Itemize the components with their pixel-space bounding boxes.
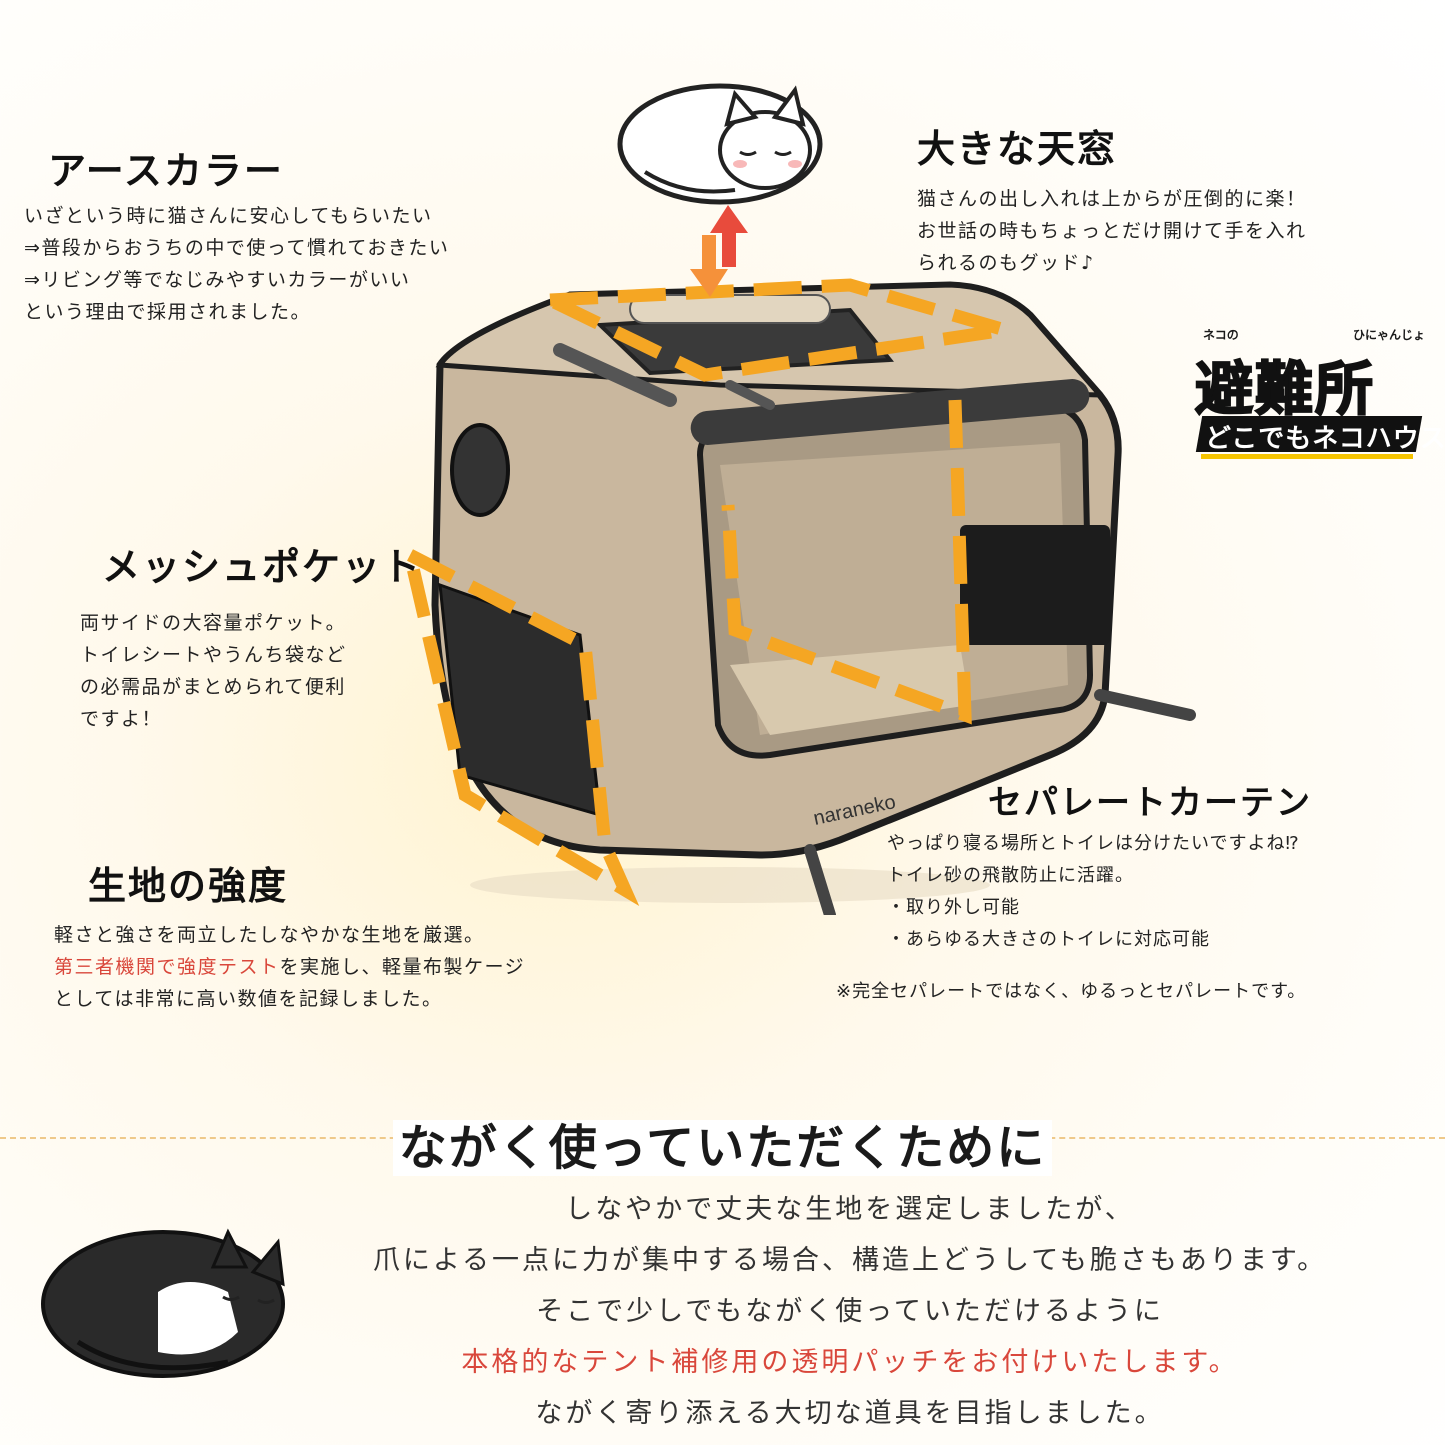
sleeping-black-cat-icon [41, 1228, 285, 1378]
feature-title-mesh-pocket: メッシュポケット [102, 545, 423, 589]
separate-curtain-note: ※完全セパレートではなく、ゆるっとセパレートです。 [836, 981, 1307, 1002]
feature-text-mesh-pocket: 両サイドの大容量ポケット。 トイレシートやうんち袋など の必需品がまとめられて便… [80, 607, 347, 735]
feature-title-fabric-strength: 生地の強度 [88, 864, 289, 908]
text-line: 第三者機関で強度テストを実施し、軽量布製ケージ [54, 951, 525, 983]
text-line: の必需品がまとめられて便利 [80, 676, 346, 698]
logo-sub: どこでもネコハウス [1205, 424, 1445, 454]
text-line: ⇒リビング等でなじみやすいカラーがいい [24, 269, 411, 291]
feature-text-fabric-strength: 軽さと強さを両立したしなやかな生地を厳選。 第三者機関で強度テストを実施し、軽量… [54, 919, 525, 1015]
text-line: としては非常に高い数値を記録しました。 [54, 988, 443, 1010]
text-line: られるのもグッド♪ [917, 252, 1095, 274]
text-line: ですよ！ [80, 708, 163, 730]
text-line: ・取り外し可能 [887, 897, 1020, 918]
paragraph-line: 爪による一点に力が集中する場合、構造上どうしても脆さもあります。 [372, 1245, 1328, 1276]
feature-title-separate-curtain: セパレートカーテン [988, 783, 1312, 823]
logo-underline [1201, 454, 1413, 459]
repair-patch-highlight: 本格的なテント補修用の透明パッチをお付けいたします。 [461, 1347, 1239, 1378]
text-line: という理由で採用されました。 [24, 301, 312, 323]
text-line: 猫さんの出し入れは上からが圧倒的に楽！ [917, 188, 1307, 210]
logo-small-left: ネコの [1203, 328, 1239, 342]
paragraph-line: そこで少しでもながく使っていただけるように [536, 1296, 1164, 1327]
bottom-title: ながく使っていただくために [0, 1108, 1445, 1178]
feature-text-skylight: 猫さんの出し入れは上からが圧倒的に楽！ お世話の時もちょっとだけ開けて手を入れ … [917, 183, 1307, 279]
feature-text-earth-color: いざという時に猫さんに安心してもらいたい ⇒普段からおうちの中で使って慣れておき… [24, 200, 449, 328]
strength-test-highlight: 第三者機関で強度テスト [54, 956, 280, 978]
paragraph-line: ながく寄り添える大切な道具を目指しました。 [535, 1398, 1165, 1429]
feature-title-skylight: 大きな天窓 [917, 127, 1118, 171]
text-line: お世話の時もちょっとだけ開けて手を入れ [917, 220, 1307, 242]
logo-main: 避難所 [1194, 354, 1376, 424]
paragraph-line: しなやかで丈夫な生地を選定しましたが、 [565, 1194, 1135, 1225]
feature-title-earth-color: アースカラー [48, 149, 284, 193]
text-line: ・あらゆる大きさのトイレに対応可能 [887, 929, 1210, 950]
text-line: 軽さと強さを両立したしなやかな生地を厳選。 [54, 924, 485, 946]
text-line: いざという時に猫さんに安心してもらいたい [24, 205, 433, 227]
feature-text-separate-curtain: やっぱり寝る場所とトイレは分けたいですよね⁉ トイレ砂の飛散防止に活躍。 ・取り… [887, 828, 1300, 956]
bottom-title-text: ながく使っていただくために [392, 1120, 1053, 1176]
up-down-arrow-icon [690, 205, 748, 297]
tent-illustration: naraneko [400, 278, 1196, 915]
brand-logo: ネコの ひにゃんじょ 避難所 どこでもネコハウス [1194, 312, 1445, 460]
text-line: トイレシートやうんち袋など [80, 644, 347, 666]
bottom-paragraph: しなやかで丈夫な生地を選定しましたが、 爪による一点に力が集中する場合、構造上ど… [300, 1184, 1400, 1439]
text-line: トイレ砂の飛散防止に活躍。 [887, 865, 1134, 886]
logo-small-right: ひにゃんじょ [1353, 328, 1426, 342]
text-line: 両サイドの大容量ポケット。 [80, 612, 347, 634]
text-line: ⇒普段からおうちの中で使って慣れておきたい [24, 237, 450, 259]
sleeping-white-cat-icon [617, 83, 823, 205]
text-line: やっぱり寝る場所とトイレは分けたいですよね⁉ [887, 833, 1300, 854]
text-fragment: を実施し、軽量布製ケージ [279, 956, 526, 978]
